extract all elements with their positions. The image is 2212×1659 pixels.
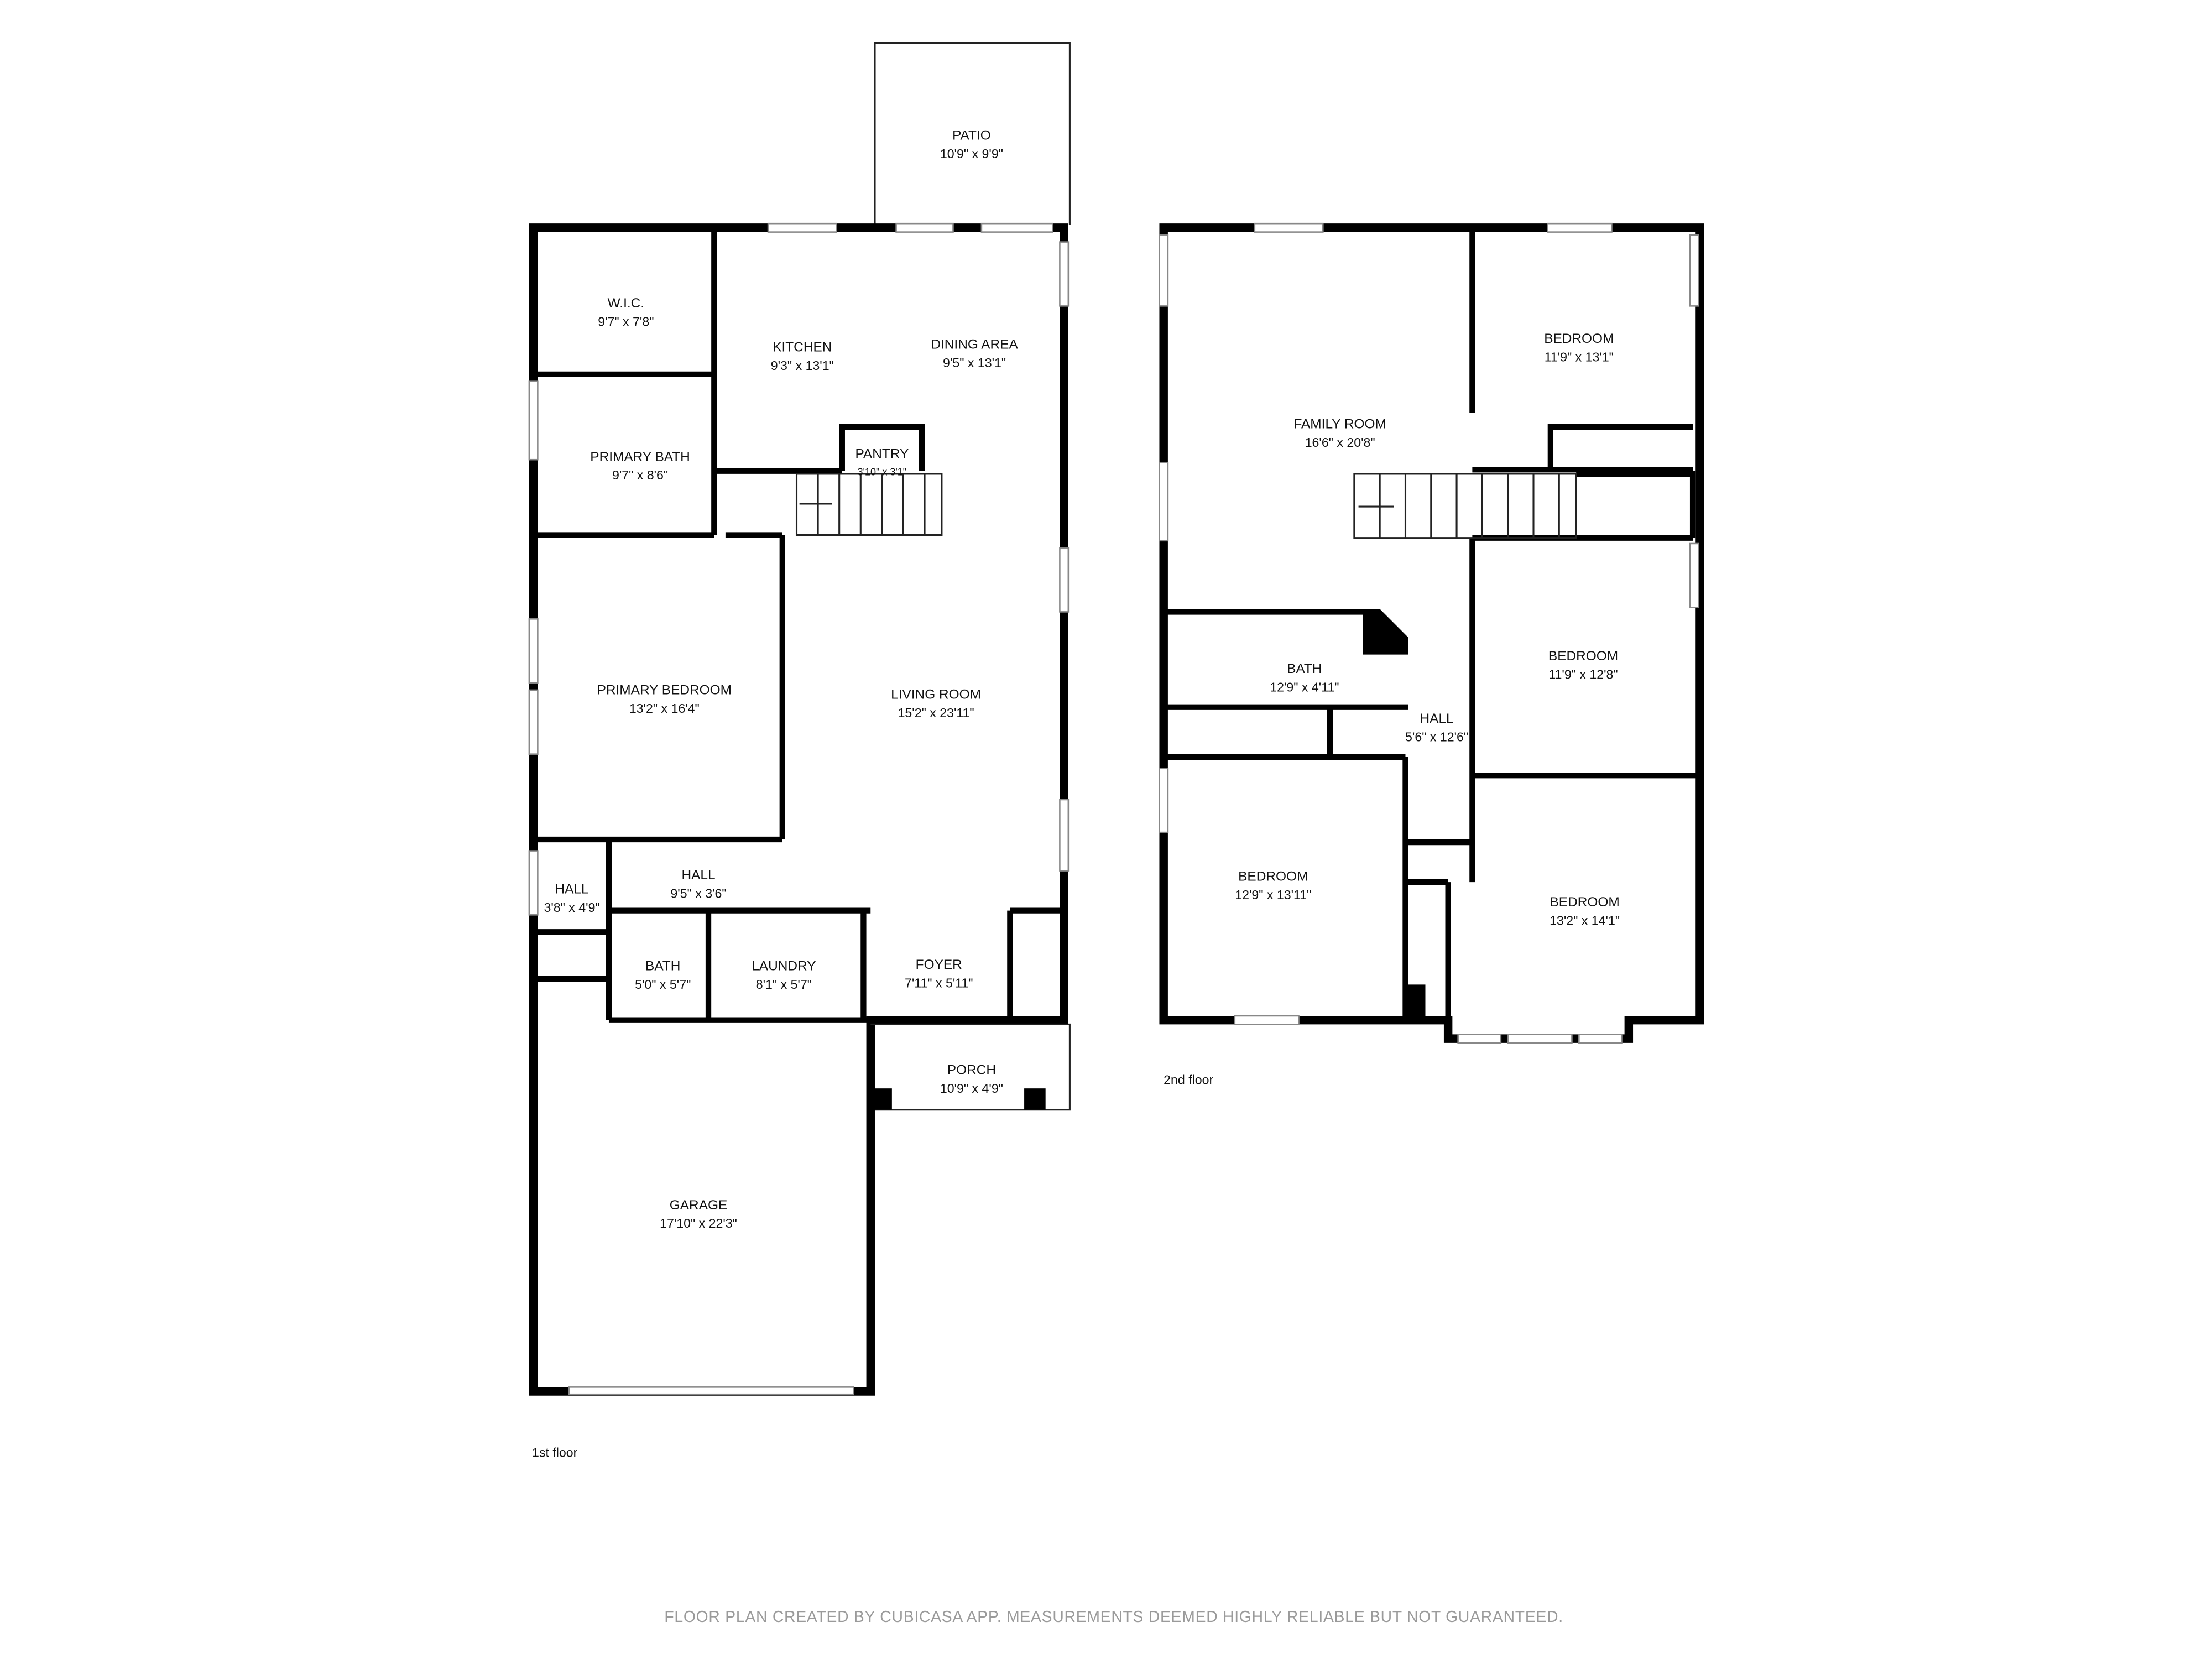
- first-floor-plan: PATIO 10'9" x 9'9" W.I.C. 9'7" x 7'8" KI…: [528, 41, 1071, 1459]
- footer-disclaimer: FLOOR PLAN CREATED BY CUBICASA APP. MEAS…: [664, 1608, 1563, 1625]
- room-name: KITCHEN: [773, 340, 832, 355]
- room-dims: 3'8" x 4'9": [544, 900, 599, 915]
- room-name: PANTRY: [855, 447, 909, 462]
- room-name: BATH: [645, 959, 680, 974]
- room-name: W.I.C.: [608, 296, 644, 311]
- second-floor-plan: FAMILY ROOM 16'6" x 20'8" BEDROOM 11'9" …: [1159, 222, 1704, 1087]
- room-name: PORCH: [947, 1062, 996, 1077]
- room-dims: 8'1" x 5'7": [756, 977, 812, 992]
- room-name: BEDROOM: [1548, 649, 1618, 664]
- room-dims: 9'5" x 3'6": [670, 886, 726, 900]
- room-dims: 9'3" x 13'1": [771, 358, 834, 373]
- floor-label: 2nd floor: [1164, 1072, 1213, 1087]
- room-name: DINING AREA: [931, 337, 1018, 352]
- room-dims: 12'9" x 13'11": [1235, 888, 1311, 902]
- floor-label: 1st floor: [532, 1445, 578, 1459]
- room-dims: 5'6" x 12'6": [1405, 730, 1468, 744]
- room-name: HALL: [681, 868, 715, 883]
- room-name: HALL: [555, 882, 589, 897]
- room-name: FAMILY ROOM: [1293, 417, 1386, 432]
- room-labels-second-floor: FAMILY ROOM 16'6" x 20'8" BEDROOM 11'9" …: [1235, 331, 1620, 927]
- room-name: PATIO: [952, 128, 991, 143]
- room-dims: 12'9" x 4'11": [1270, 680, 1339, 694]
- room-dims: 10'9" x 4'9": [940, 1081, 1003, 1095]
- room-labels-first-floor: PATIO 10'9" x 9'9" W.I.C. 9'7" x 7'8" KI…: [544, 128, 1018, 1230]
- room-name: BEDROOM: [1238, 869, 1308, 884]
- room-name: PRIMARY BEDROOM: [597, 683, 732, 698]
- room-dims: 7'11" x 5'11": [905, 976, 973, 990]
- room-name: HALL: [1420, 711, 1454, 726]
- room-dims: 5'0" x 5'7": [635, 977, 691, 992]
- room-name: GARAGE: [670, 1198, 728, 1213]
- room-name: BATH: [1287, 661, 1322, 676]
- stairs: [1353, 473, 1577, 539]
- room-name: PRIMARY BATH: [590, 450, 690, 465]
- room-dims: 11'9" x 13'1": [1545, 350, 1614, 364]
- room-dims: 15'2" x 23'11": [898, 706, 974, 720]
- room-dims: 13'2" x 16'4": [629, 701, 700, 716]
- room-dims: 13'2" x 14'1": [1550, 913, 1620, 927]
- room-dims: 10'9" x 9'9": [940, 147, 1003, 161]
- room-name: BEDROOM: [1544, 331, 1614, 346]
- room-dims: 11'9" x 12'8": [1548, 667, 1618, 681]
- room-name: BEDROOM: [1550, 895, 1619, 910]
- room-name: FOYER: [916, 957, 962, 972]
- stairs: [795, 473, 943, 536]
- room-name: LAUNDRY: [752, 959, 816, 974]
- room-dims: 16'6" x 20'8": [1305, 435, 1375, 450]
- room-dims: 17'10" x 22'3": [660, 1216, 737, 1230]
- room-dims: 3'10" x 3'1": [857, 466, 906, 477]
- room-dims: 9'7" x 7'8": [598, 314, 654, 328]
- room-name: LIVING ROOM: [891, 687, 981, 702]
- room-dims: 9'7" x 8'6": [612, 468, 668, 482]
- room-dims: 9'5" x 13'1": [943, 356, 1006, 370]
